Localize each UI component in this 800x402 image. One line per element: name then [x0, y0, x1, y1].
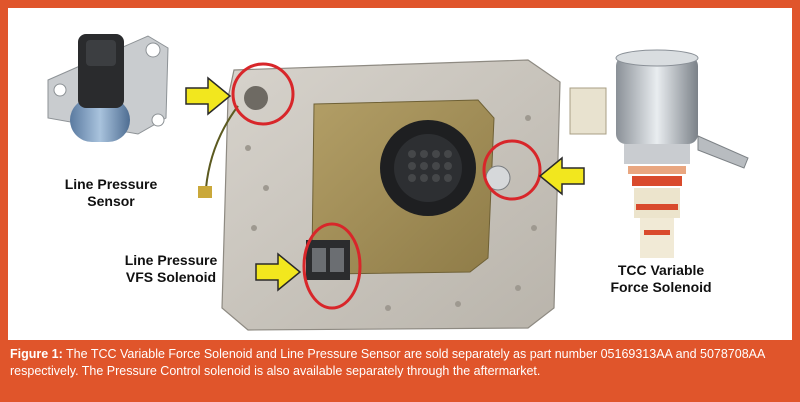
valve-body-image	[198, 59, 561, 331]
highlight-circle-tcc	[482, 139, 542, 201]
caption-text: The TCC Variable Force Solenoid and Line…	[10, 347, 765, 378]
arrow-sensor	[185, 76, 232, 116]
label-line-pressure-vfs-solenoid: Line Pressure VFS Solenoid	[124, 252, 218, 285]
figure-illustration	[47, 34, 749, 331]
highlight-circle-sensor	[231, 62, 295, 126]
label-line-pressure-sensor: Line Pressure Sensor	[64, 176, 158, 209]
tcc-solenoid-image	[569, 49, 749, 258]
figure-caption: Figure 1: The TCC Variable Force Solenoi…	[10, 346, 790, 396]
arrow-tcc	[538, 156, 585, 196]
figure-image-panel: Line Pressure Sensor Line Pressure VFS S…	[8, 8, 792, 340]
arrow-vfs	[255, 252, 302, 292]
highlight-circle-vfs	[302, 222, 362, 310]
label-tcc-variable-force-solenoid: TCC Variable Force Solenoid	[610, 262, 712, 295]
figure-number: Figure 1:	[10, 347, 63, 361]
line-pressure-sensor-image	[47, 34, 169, 142]
